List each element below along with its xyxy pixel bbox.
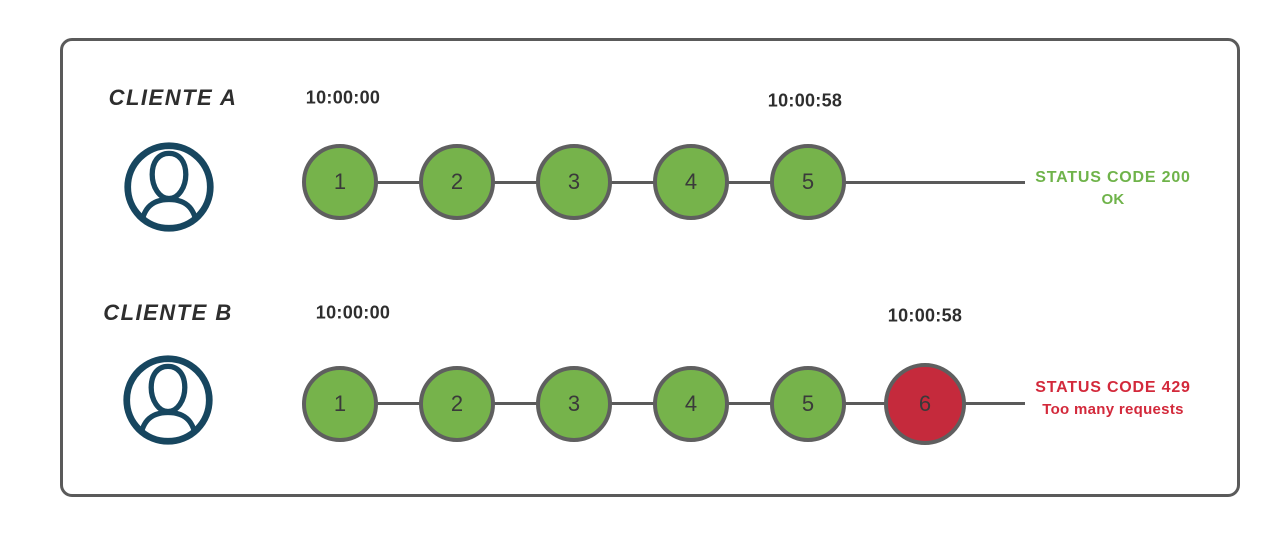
status-code-text: STATUS CODE 200 — [1035, 169, 1191, 186]
request-circle: 1 — [302, 366, 378, 442]
request-circle: 4 — [653, 366, 729, 442]
request-circle: 3 — [536, 144, 612, 220]
request-circle: 2 — [419, 144, 495, 220]
status-block: STATUS CODE 200 OK — [1035, 167, 1190, 211]
status-message-text: Too many requests — [1042, 401, 1184, 418]
request-circle: 3 — [536, 366, 612, 442]
request-circle: 6 — [884, 363, 966, 445]
status-message-text: OK — [1101, 191, 1125, 208]
timestamp-end: 10:00:58 — [887, 305, 963, 326]
status-block: STATUS CODE 429 Too many requests — [1035, 377, 1190, 421]
user-avatar-icon — [120, 352, 216, 448]
request-circle: 4 — [653, 144, 729, 220]
request-circle: 1 — [302, 144, 378, 220]
request-circle: 5 — [770, 366, 846, 442]
timestamp-end: 10:00:58 — [767, 90, 843, 111]
client-a-label: CLIENTE A — [108, 85, 238, 110]
status-code-text: STATUS CODE 429 — [1035, 379, 1191, 396]
request-circle: 2 — [419, 366, 495, 442]
user-avatar-icon — [121, 139, 217, 235]
request-circle: 5 — [770, 144, 846, 220]
timestamp-start: 10:00:00 — [305, 87, 381, 108]
client-b-label: CLIENTE B — [103, 300, 233, 325]
timestamp-start: 10:00:00 — [315, 302, 391, 323]
